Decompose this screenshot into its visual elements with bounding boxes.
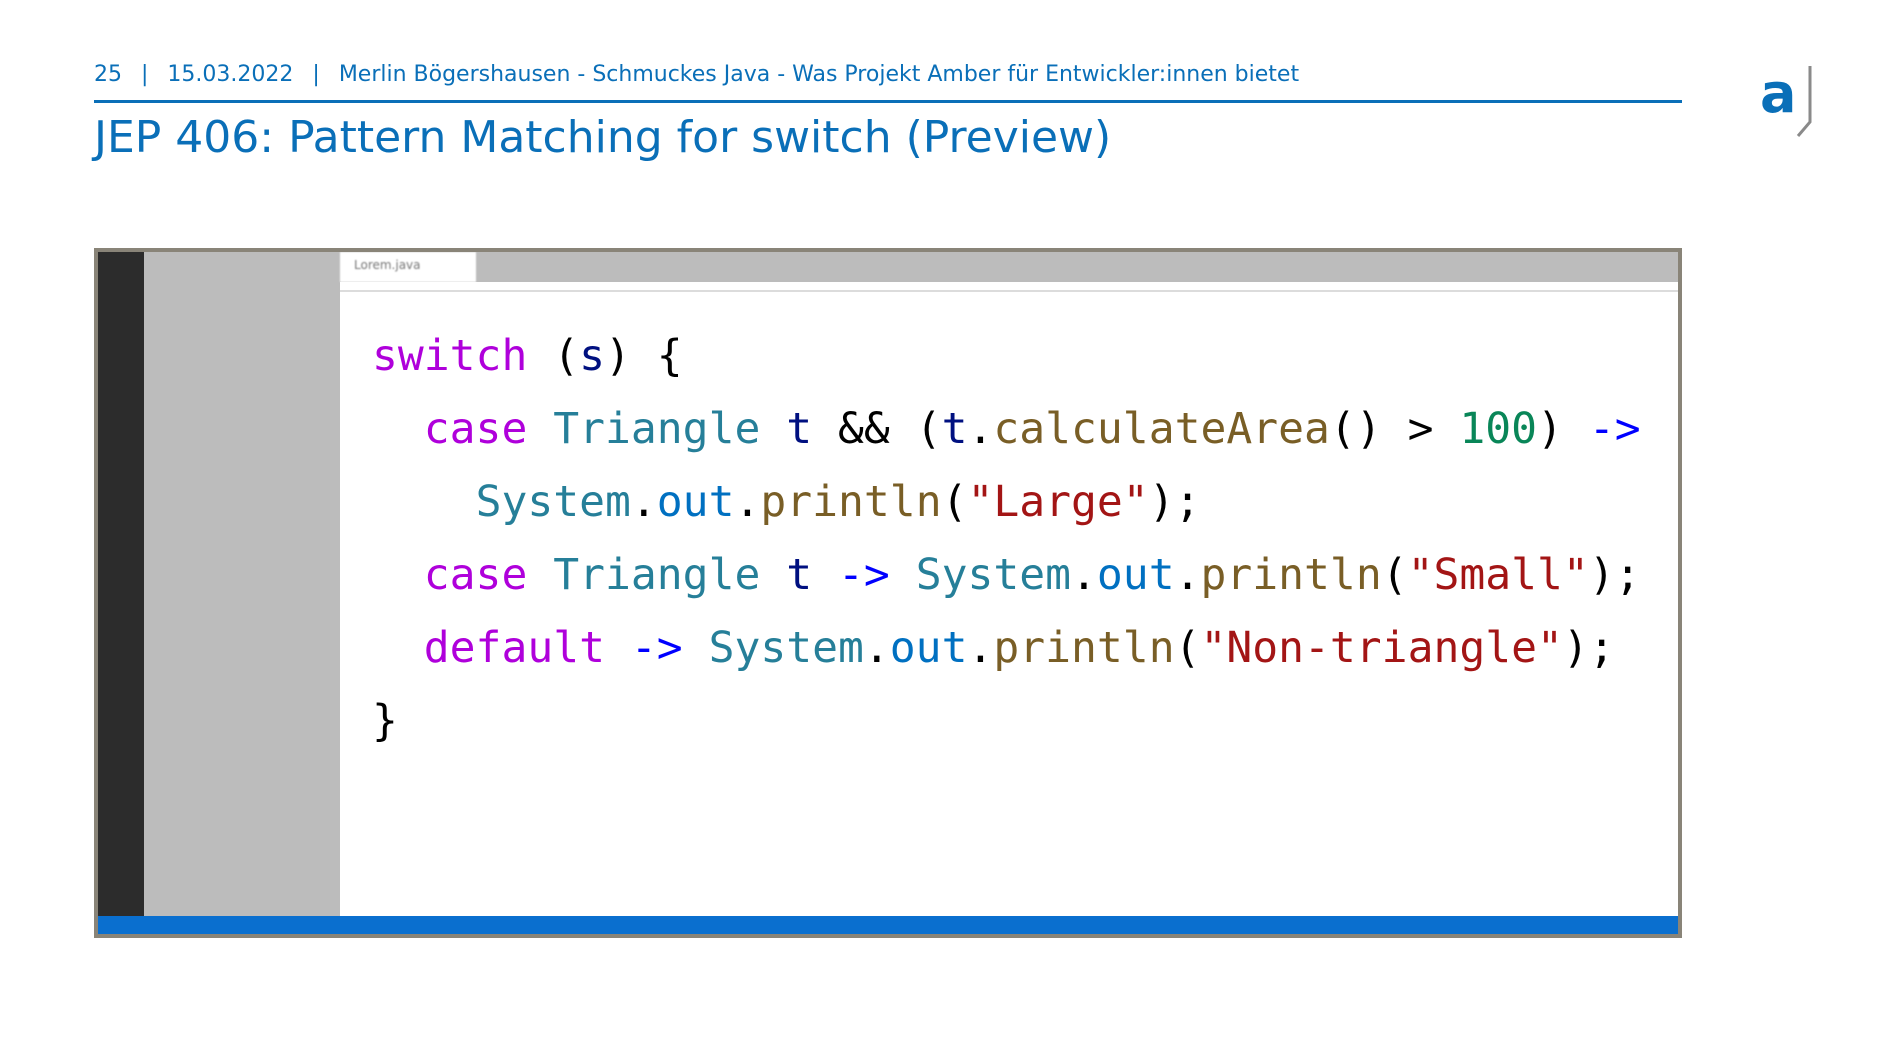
code-keyword: switch bbox=[372, 331, 528, 381]
header-separator: | bbox=[141, 62, 149, 87]
code-punct: . bbox=[967, 623, 994, 673]
code-type: Triangle bbox=[553, 550, 761, 600]
code-line-4: case Triangle t -> System.out.println("S… bbox=[372, 539, 1641, 612]
code-punct: ) { bbox=[605, 331, 683, 381]
code-space bbox=[760, 550, 786, 600]
editor-status-bar bbox=[98, 916, 1678, 934]
code-punct: . bbox=[1071, 550, 1097, 600]
code-punct: ( bbox=[1174, 623, 1201, 673]
code-space bbox=[760, 404, 786, 454]
code-type: Triangle bbox=[553, 404, 761, 454]
code-string: "Small" bbox=[1407, 550, 1589, 600]
code-keyword: case bbox=[423, 550, 528, 600]
code-punct: ); bbox=[1562, 623, 1615, 673]
code-punct: () > bbox=[1329, 404, 1460, 454]
code-indent bbox=[372, 623, 424, 673]
editor-activity-bar bbox=[98, 252, 144, 934]
code-block: switch (s) { case Triangle t && (t.calcu… bbox=[372, 320, 1641, 758]
code-line-3: System.out.println("Large"); bbox=[372, 466, 1641, 539]
presentation-date: 15.03.2022 bbox=[167, 62, 294, 87]
tab-lorem-java[interactable]: Lorem.java bbox=[340, 252, 476, 282]
code-punct: ( bbox=[527, 331, 580, 381]
code-function: println bbox=[1200, 550, 1382, 600]
tab-divider bbox=[340, 290, 1678, 292]
code-keyword: case bbox=[423, 404, 528, 454]
code-function: println bbox=[760, 477, 942, 527]
code-space bbox=[527, 404, 553, 454]
code-type: System bbox=[475, 477, 631, 527]
code-line-6: } bbox=[372, 685, 1641, 758]
code-indent bbox=[372, 550, 424, 600]
code-space bbox=[890, 550, 916, 600]
code-punct: ( bbox=[941, 477, 968, 527]
code-function: println bbox=[993, 623, 1175, 673]
header-divider bbox=[94, 100, 1682, 103]
code-line-2: case Triangle t && (t.calculateArea() > … bbox=[372, 393, 1641, 466]
code-punct: ) bbox=[1537, 404, 1589, 454]
code-punct: ); bbox=[1588, 550, 1641, 600]
editor-tab-strip: Lorem.java bbox=[340, 252, 1678, 282]
logo-letter: a bbox=[1760, 62, 1796, 125]
code-punct: ); bbox=[1148, 477, 1201, 527]
code-indent bbox=[372, 477, 476, 527]
slide-title: JEP 406: Pattern Matching for switch (Pr… bbox=[94, 112, 1112, 163]
code-space bbox=[683, 623, 709, 673]
code-punct: . bbox=[630, 477, 657, 527]
code-variable: s bbox=[579, 331, 606, 381]
code-indent bbox=[372, 404, 424, 454]
code-punct: . bbox=[1174, 550, 1201, 600]
code-punct: . bbox=[863, 623, 890, 673]
code-punct: . bbox=[967, 404, 994, 454]
code-variable: t bbox=[941, 404, 968, 454]
code-line-1: switch (s) { bbox=[372, 320, 1641, 393]
editor-side-panel bbox=[144, 252, 340, 934]
code-punct: && ( bbox=[812, 404, 942, 454]
code-field: out bbox=[656, 477, 735, 527]
code-arrow: -> bbox=[1588, 404, 1641, 454]
code-space bbox=[812, 550, 838, 600]
code-type: System bbox=[708, 623, 864, 673]
code-punct: ( bbox=[1381, 550, 1408, 600]
code-field: out bbox=[889, 623, 968, 673]
slide-header: 25 | 15.03.2022 | Merlin Bögershausen - … bbox=[94, 62, 1299, 87]
adesso-a-logo-icon: a bbox=[1760, 62, 1812, 137]
code-punct: . bbox=[734, 477, 761, 527]
code-variable: t bbox=[786, 404, 813, 454]
code-line-5: default -> System.out.println("Non-trian… bbox=[372, 612, 1641, 685]
code-area[interactable]: switch (s) { case Triangle t && (t.calcu… bbox=[340, 292, 1678, 916]
code-field: out bbox=[1096, 550, 1175, 600]
code-arrow: -> bbox=[838, 550, 890, 600]
code-string: "Non-triangle" bbox=[1200, 623, 1563, 673]
code-function: calculateArea bbox=[993, 404, 1330, 454]
code-keyword: default bbox=[423, 623, 605, 673]
presentation-subtitle: Merlin Bögershausen - Schmuckes Java - W… bbox=[338, 62, 1300, 87]
code-space bbox=[605, 623, 631, 673]
code-editor-window: Lorem.java switch (s) { case Triangle t … bbox=[94, 248, 1682, 938]
code-arrow: -> bbox=[630, 623, 683, 673]
page-number: 25 bbox=[94, 62, 122, 87]
code-number: 100 bbox=[1459, 404, 1538, 454]
code-string: "Large" bbox=[967, 477, 1149, 527]
code-type: System bbox=[915, 550, 1072, 600]
code-punct: } bbox=[372, 696, 398, 746]
code-variable: t bbox=[786, 550, 813, 600]
code-space bbox=[527, 550, 553, 600]
header-separator: | bbox=[312, 62, 320, 87]
